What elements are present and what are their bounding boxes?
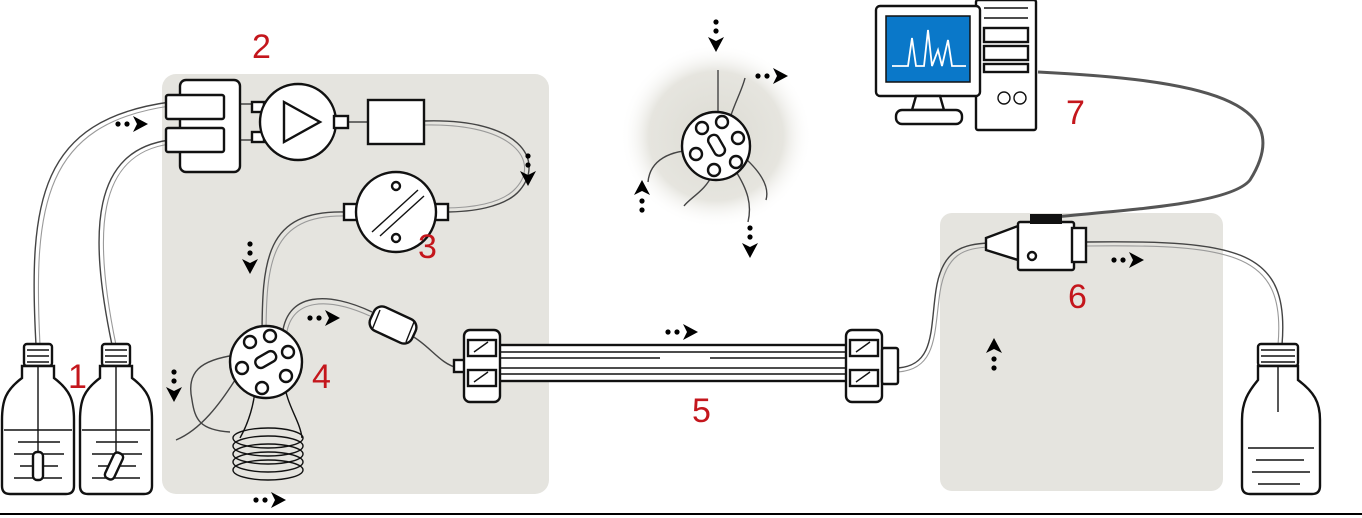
label-injector: 4 [312, 358, 331, 396]
injector-valve [228, 324, 304, 400]
monitor-icon [874, 4, 982, 126]
degasser [342, 170, 450, 254]
label-data-system: 7 [1066, 94, 1085, 132]
computer [874, 0, 1038, 132]
waste-bottle [1240, 342, 1322, 496]
solvent-bottle-b [78, 342, 154, 496]
inline-filter [368, 305, 418, 345]
label-degasser: 3 [418, 228, 437, 266]
label-column: 5 [692, 392, 711, 430]
flow-arrow-column [665, 324, 698, 340]
label-pump: 2 [252, 28, 271, 66]
column [452, 328, 900, 404]
flow-arrow-valve-bottom-out [742, 225, 758, 258]
label-solvent-reservoirs: 1 [68, 358, 87, 396]
solvent-bottle-a [0, 342, 76, 496]
pump [164, 78, 426, 174]
detector-panel [940, 213, 1223, 491]
detector [984, 214, 1088, 272]
valve-detail [680, 110, 752, 182]
flow-arrow-bottom [253, 492, 286, 508]
label-detector: 6 [1068, 278, 1087, 316]
